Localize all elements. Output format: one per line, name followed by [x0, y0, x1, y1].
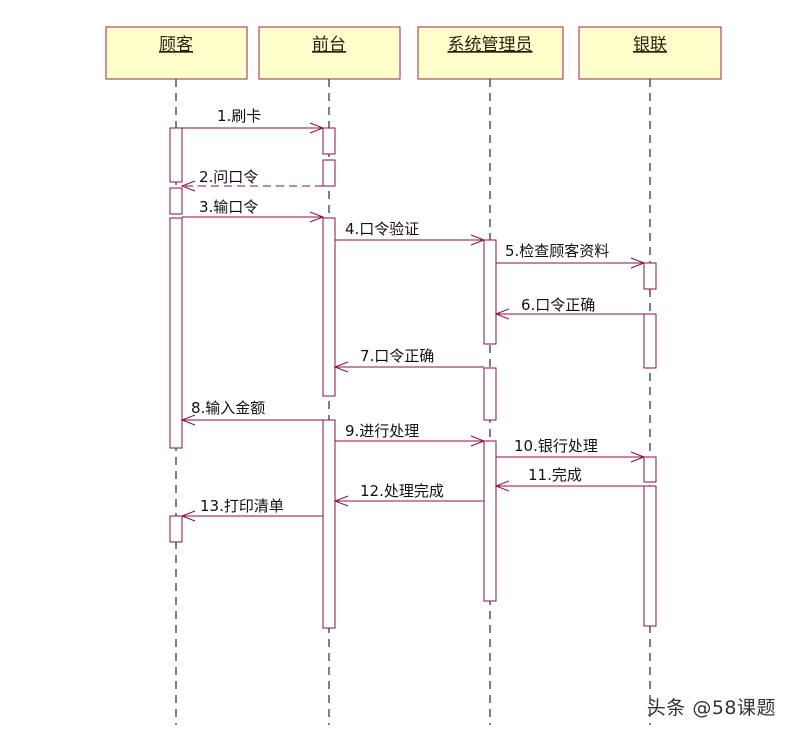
arrowhead	[470, 435, 486, 447]
activation-front	[322, 127, 336, 155]
message-9: 9.进行处理	[335, 422, 486, 447]
actor-label: 前台	[312, 35, 346, 55]
message-label: 3.输口令	[199, 198, 258, 216]
message-13: 13.打印清单	[180, 497, 323, 522]
actor-box	[578, 26, 722, 80]
activation-unionpay	[643, 313, 657, 369]
message-label: 5.检查顾客资料	[505, 242, 609, 260]
arrowhead	[180, 180, 196, 192]
message-label: 2.问口令	[199, 168, 258, 186]
actor-front: 前台	[258, 26, 401, 80]
activation-customer	[169, 187, 183, 215]
activation-front	[322, 159, 336, 187]
arrowhead	[333, 361, 349, 373]
message-1: 1.刷卡	[182, 107, 325, 134]
message-label: 10.银行处理	[514, 437, 598, 455]
message-label: 7.口令正确	[360, 347, 434, 365]
arrowhead	[630, 451, 646, 463]
activations	[169, 127, 657, 629]
actor-box	[417, 26, 564, 80]
actor-label: 顾客	[159, 35, 193, 55]
activation-front	[322, 419, 336, 629]
message-label: 9.进行处理	[345, 422, 419, 440]
message-12: 12.处理完成	[333, 482, 484, 507]
actor-label: 银联	[633, 35, 667, 55]
activation-unionpay	[643, 456, 657, 483]
message-2: 2.问口令	[180, 168, 323, 192]
message-7: 7.口令正确	[333, 347, 484, 373]
message-4: 4.口令验证	[335, 220, 486, 246]
arrowhead	[333, 495, 349, 507]
arrowhead	[309, 211, 325, 223]
arrowhead	[494, 308, 510, 320]
message-11: 11.完成	[494, 466, 644, 492]
activation-customer	[169, 127, 183, 183]
message-label: 6.口令正确	[521, 296, 595, 314]
message-5: 5.检查顾客资料	[496, 242, 646, 269]
message-8: 8.输入金额	[180, 399, 323, 426]
arrowhead	[180, 414, 196, 426]
message-label: 12.处理完成	[360, 482, 444, 500]
message-label: 8.输入金额	[191, 399, 265, 417]
activation-unionpay	[643, 262, 657, 290]
message-label: 11.完成	[528, 466, 582, 484]
watermark: 头条 @58课题	[646, 697, 776, 719]
message-label: 1.刷卡	[217, 107, 261, 125]
message-3: 3.输口令	[182, 198, 325, 223]
actor-box	[105, 26, 248, 80]
actor-label: 系统管理员	[448, 35, 533, 55]
arrowhead	[630, 257, 646, 269]
activation-unionpay	[643, 485, 657, 627]
activation-customer	[169, 515, 183, 543]
messages: 1.刷卡 2.问口令 3.输口令 4.口令验证 5.检查顾客资料 6.口令正确 7.口令正确…	[180, 107, 646, 522]
arrowhead	[180, 510, 196, 522]
message-10: 10.银行处理	[496, 437, 646, 463]
message-6: 6.口令正确	[494, 296, 644, 320]
arrowhead	[309, 122, 325, 134]
activation-admin	[483, 440, 497, 602]
arrowhead	[494, 480, 510, 492]
actor-customer: 顾客	[105, 26, 248, 80]
message-label: 4.口令验证	[345, 220, 419, 238]
actor-unionpay: 银联	[578, 26, 722, 80]
activation-admin	[483, 239, 497, 345]
activation-customer	[169, 217, 183, 449]
message-label: 13.打印清单	[200, 497, 284, 515]
actors: 顾客 前台 系统管理员 银联	[105, 26, 722, 80]
activation-admin	[483, 367, 497, 421]
arrowhead	[470, 234, 486, 246]
actor-box	[258, 26, 401, 80]
actor-admin: 系统管理员	[417, 26, 564, 80]
activation-front	[322, 217, 336, 397]
